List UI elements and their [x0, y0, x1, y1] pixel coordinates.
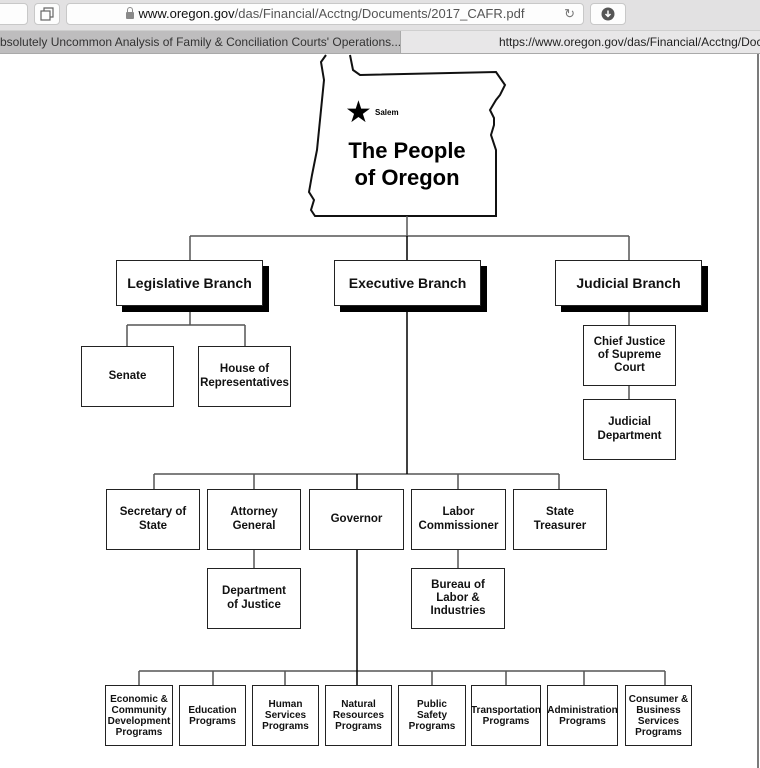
node-executive-branch: Executive Branch	[334, 260, 481, 306]
address-bar[interactable]: www.oregon.gov/das/Financial/Acctng/Docu…	[66, 3, 584, 25]
node-natural-resources-programs: Natural Resources Programs	[325, 685, 392, 746]
node-legislative-branch: Legislative Branch	[116, 260, 263, 306]
node-house-of-representatives: House of Representatives	[198, 346, 291, 407]
tab-oregon-cafr-pdf[interactable]: https://www.oregon.gov/das/Financial/Acc…	[401, 31, 760, 53]
node-judicial-department: Judicial Department	[583, 399, 676, 460]
node-human-services-programs: Human Services Programs	[252, 685, 319, 746]
node-judicial-branch: Judicial Branch	[555, 260, 702, 306]
node-consumer-business-services-programs: Consumer & Business Services Programs	[625, 685, 692, 746]
root-node-people-of-oregon: The People of Oregon	[348, 138, 466, 190]
node-transportation-programs: Transportation Programs	[471, 685, 541, 746]
node-attorney-general: Attorney General	[207, 489, 301, 550]
node-administration-programs: Administration Programs	[547, 685, 618, 746]
node-secretary-of-state: Secretary of State	[106, 489, 200, 550]
node-labor-commissioner: Labor Commissioner	[411, 489, 506, 550]
programs-connector	[138, 670, 666, 685]
node-department-of-justice: Department of Justice	[207, 568, 301, 629]
oregon-map-outline	[307, 54, 507, 217]
tabs-overview-button[interactable]	[34, 3, 60, 25]
tabs-overview-icon	[40, 7, 54, 21]
sidebar-button[interactable]	[0, 3, 28, 25]
lock-icon	[125, 7, 134, 19]
page-edge	[757, 54, 759, 768]
browser-toolbar: www.oregon.gov/das/Financial/Acctng/Docu…	[0, 0, 760, 31]
executive-trunk	[356, 236, 408, 489]
node-public-safety-programs: Public Safety Programs	[398, 685, 466, 746]
node-chief-justice: Chief Justice of Supreme Court	[583, 325, 676, 386]
tab-family-courts-analysis[interactable]: Absolutely Uncommon Analysis of Family &…	[0, 31, 401, 53]
reload-button[interactable]: ↻	[564, 4, 575, 24]
reload-icon: ↻	[564, 6, 575, 21]
node-bureau-of-labor-industries: Bureau of Labor & Industries	[411, 568, 505, 629]
node-economic-community-development-programs: Economic & Community Development Program…	[105, 685, 173, 746]
capital-star-icon: ★	[345, 96, 372, 129]
legislative-connector	[126, 306, 246, 346]
downloads-button[interactable]	[590, 3, 626, 25]
download-icon	[601, 7, 615, 21]
node-governor: Governor	[309, 489, 404, 550]
capital-label: Salem	[375, 108, 399, 117]
tab-bar: Absolutely Uncommon Analysis of Family &…	[0, 31, 760, 54]
node-education-programs: Education Programs	[179, 685, 246, 746]
node-senate: Senate	[81, 346, 174, 407]
node-state-treasurer: State Treasurer	[513, 489, 607, 550]
root-to-branches-connector	[189, 216, 630, 260]
